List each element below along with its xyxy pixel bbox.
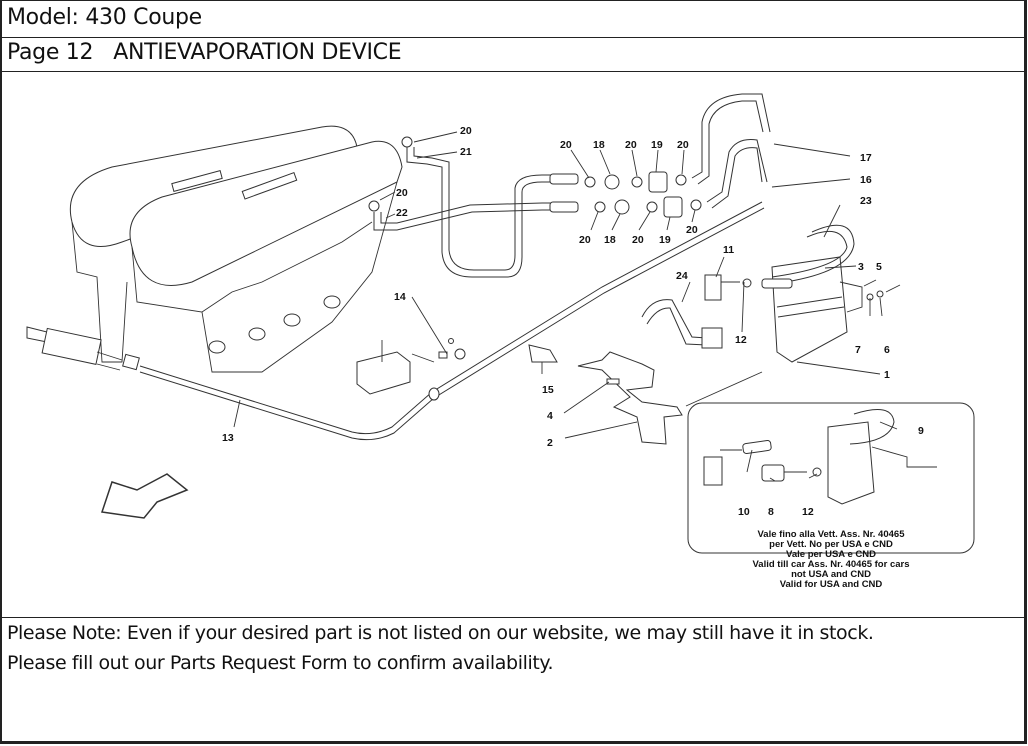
clip-14 (438, 338, 466, 360)
caption-line: Vale fino alla Vett. Ass. Nr. 40465 (758, 529, 906, 540)
clamp-20a (401, 136, 413, 148)
callout-19: 19 (651, 139, 663, 151)
note-line-2: Please fill out our Parts Request Form t… (7, 652, 554, 674)
callout-6: 6 (884, 344, 890, 356)
callout-20: 20 (677, 139, 689, 151)
callout-2: 2 (547, 437, 553, 449)
callout-13: 13 (222, 432, 234, 444)
valve-11 (704, 274, 740, 301)
actuator-illustration (26, 326, 140, 371)
model-title: Model: 430 Coupe (7, 5, 202, 30)
callout-12: 12 (735, 334, 747, 346)
fitting-row-1 (549, 93, 771, 193)
pipe-13 (139, 201, 763, 435)
callout-7: 7 (855, 344, 861, 356)
canister-illustration (742, 224, 901, 363)
parts-diagram: 20 21 20 22 20 18 20 19 20 20 18 20 19 2… (26, 93, 975, 590)
callout-20: 20 (686, 224, 698, 236)
callout-9: 9 (918, 425, 924, 437)
hose-24 (641, 299, 723, 349)
callout-18: 18 (604, 234, 616, 246)
callout-20: 20 (579, 234, 591, 246)
callout-20: 20 (560, 139, 572, 151)
callout-23: 23 (860, 195, 872, 207)
direction-arrow (101, 473, 189, 519)
callout-19: 19 (659, 234, 671, 246)
inset-caption: Vale fino alla Vett. Ass. Nr. 40465 per … (752, 529, 909, 590)
box-illustration (356, 351, 411, 395)
clamp-20b (368, 200, 380, 212)
callout-5: 5 (876, 261, 882, 273)
callout-20: 20 (396, 187, 408, 199)
callout-22: 22 (396, 207, 408, 219)
callout-12: 12 (802, 506, 814, 518)
inset-detail (687, 402, 975, 554)
callout-18: 18 (593, 139, 605, 151)
caption-line: not USA and CND (791, 569, 871, 580)
callout-20: 20 (625, 139, 637, 151)
fitting-row-2 (549, 139, 768, 218)
callout-10: 10 (738, 506, 750, 518)
callout-16: 16 (860, 174, 872, 186)
callout-20: 20 (632, 234, 644, 246)
page-title: Page 12 ANTIEVAPORATION DEVICE (7, 40, 402, 65)
callout-11: 11 (723, 244, 734, 256)
caption-line: Valid till car Ass. Nr. 40465 for cars (752, 559, 909, 570)
parts-diagram-area: 20 21 20 22 20 18 20 19 20 20 18 20 19 2… (2, 72, 1024, 618)
callout-17: 17 (860, 152, 872, 164)
model-header: Model: 430 Coupe (2, 1, 1024, 38)
caption-line: per Vett. No per USA e CND (769, 539, 893, 550)
leader-lines (233, 131, 898, 482)
callout-14: 14 (394, 291, 406, 303)
note-line-1: Please Note: Even if your desired part i… (7, 622, 874, 644)
stock-note: Please Note: Even if your desired part i… (2, 618, 1024, 741)
callout-3: 3 (858, 261, 864, 273)
callout-8: 8 (768, 506, 774, 518)
caption-line: Vale per USA e CND (786, 549, 876, 560)
callout-4: 4 (547, 410, 553, 422)
callout-20: 20 (460, 125, 472, 137)
callout-21: 21 (460, 146, 472, 158)
callout-15: 15 (542, 384, 554, 396)
caption-line: Valid for USA and CND (780, 579, 883, 590)
callout-1: 1 (884, 369, 890, 381)
page-header: Page 12 ANTIEVAPORATION DEVICE (2, 37, 1024, 72)
intake-manifold-illustration (69, 125, 403, 373)
bracket-2 (528, 344, 683, 445)
callout-24: 24 (676, 270, 688, 282)
